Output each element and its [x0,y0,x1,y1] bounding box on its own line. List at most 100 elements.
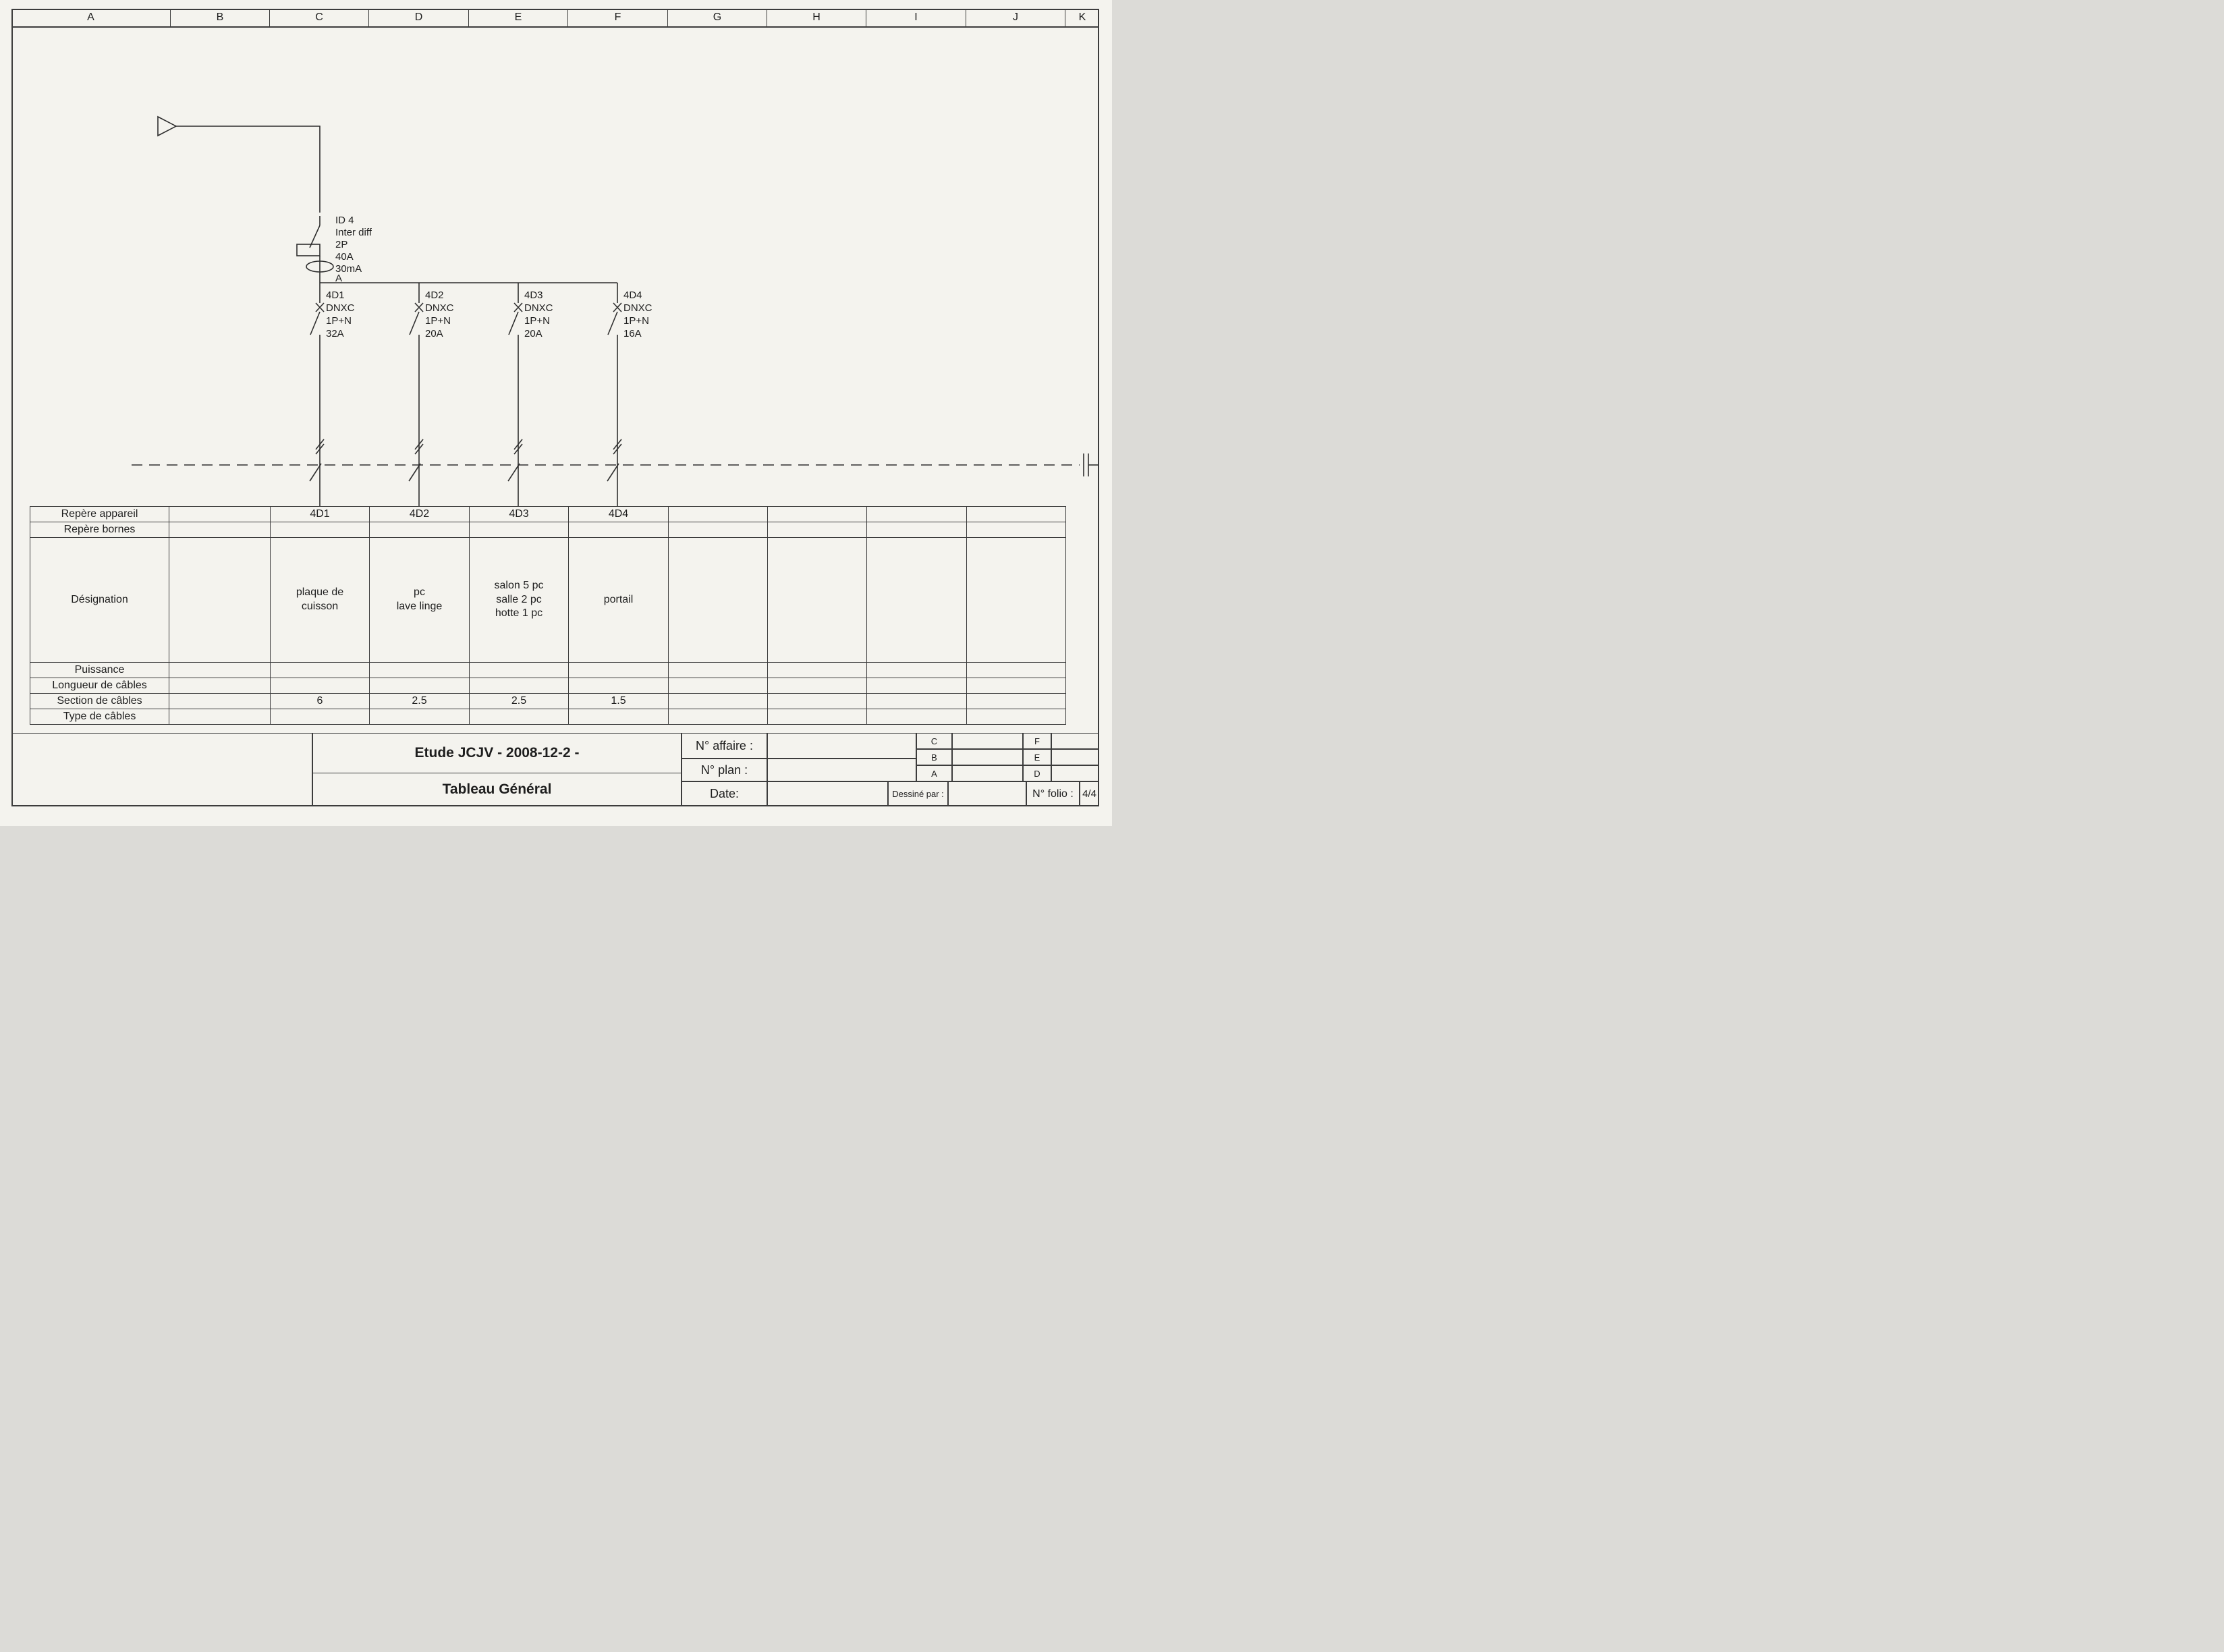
circuit-model-label: DNXC [623,302,652,314]
circuit-rating-label: 32A [326,328,344,339]
ruler-col-k: K [1078,11,1086,23]
empty-cell [169,678,271,694]
circuit-id-label: 4D3 [524,290,543,301]
main-switch-poles-label: 2P [335,239,348,250]
electrical-plan-page: A B C D E F G H I J K [0,0,1112,826]
breaker-symbol-4d3 [507,283,523,506]
circuit-poles-label: 1P+N [623,315,649,327]
rev-value-cell [1051,749,1099,765]
row-label-designation: Désignation [30,537,169,663]
folio-label: N° folio : [1026,781,1080,806]
circuit-labels-4d3: 4D3 DNXC 1P+N 20A [524,290,553,339]
circuit-model-label: DNXC [326,302,355,314]
dessine-par-label: Dessiné par : [888,781,948,806]
title-block-center-cell: Etude JCJV - 2008-12-2 - Tableau Général [312,733,682,806]
empty-cell [668,662,768,678]
circuit-model-label: DNXC [425,302,454,314]
rev-letter-a: A [916,765,952,781]
ruler-col-h: H [767,9,866,26]
empty-cell [270,522,370,538]
rev-letter-f: F [1023,733,1051,749]
breaker-symbol-4d4 [607,283,622,506]
empty-cell [369,522,470,538]
empty-cell [568,522,669,538]
empty-cell [169,709,271,725]
empty-cell [866,662,967,678]
section-value-1: 2.5 [369,693,470,709]
ruler-col-c: C [270,9,369,26]
rev-letter-e: E [1023,749,1051,765]
circuit-spec-table: Repère appareil 4D1 4D2 4D3 4D4 Repère b… [30,506,1066,725]
empty-cell [767,522,867,538]
empty-cell [966,662,1066,678]
empty-cell [270,662,370,678]
empty-cell [568,709,669,725]
rev-letter-b: B [916,749,952,765]
plan-label: N° plan : [682,759,767,781]
empty-cell [767,506,867,522]
boundary-end-symbol [1083,453,1099,476]
ruler-col-i: I [866,9,966,26]
column-ruler: A B C D E F G H I J K [11,9,1099,28]
rev-value-cell [952,749,1023,765]
folio-value: 4/4 [1080,781,1099,806]
ruler-col-j: J [966,9,1065,26]
empty-cell [668,522,768,538]
row-type: Type de câbles [30,709,1066,725]
empty-cell [966,709,1066,725]
title-block-spare-cell [11,733,312,806]
empty-cell [966,678,1066,694]
ruler-col-a: A [11,9,171,26]
rev-value-cell [1051,765,1099,781]
circuit-labels-4d2: 4D2 DNXC 1P+N 20A [425,290,454,339]
row-repere-appareil: Repère appareil 4D1 4D2 4D3 4D4 [30,506,1066,522]
row-designation: Désignation plaque de cuisson pc lave li… [30,537,1066,663]
empty-cell [866,506,967,522]
breaker-symbol-4d2 [408,283,424,506]
drawing-title: Tableau Général [313,773,681,806]
empty-cell [469,522,569,538]
date-label: Date: [682,781,767,806]
rev-letter-d: D [1023,765,1051,781]
circuit-poles-label: 1P+N [524,315,550,327]
main-switch-class-label: A [335,273,342,284]
row-repere-bornes: Repère bornes [30,522,1066,538]
title-block: Etude JCJV - 2008-12-2 - Tableau Général… [11,733,1099,806]
designation-value-0: plaque de cuisson [270,537,370,663]
row-label-puissance: Puissance [30,662,169,678]
row-section: Section de câbles 6 2.5 2.5 1.5 [30,693,1066,709]
circuit-rating-label: 20A [524,328,543,339]
empty-cell [369,709,470,725]
circuit-labels-4d4: 4D4 DNXC 1P+N 16A [623,290,652,339]
affaire-value-cell [767,733,916,759]
circuit-rating-label: 20A [425,328,443,339]
rev-value-cell [952,765,1023,781]
empty-cell [568,662,669,678]
ruler-col-g: G [668,9,767,26]
empty-cell [469,709,569,725]
empty-cell [866,709,967,725]
main-switch-type-label: Inter diff [335,227,372,238]
empty-cell [270,678,370,694]
empty-cell [369,678,470,694]
main-switch-sensitivity-label: 30mA [335,263,362,275]
empty-cell [469,662,569,678]
empty-cell [169,662,271,678]
row-puissance: Puissance [30,662,1066,678]
row-label-type: Type de câbles [30,709,169,725]
empty-cell [369,662,470,678]
main-differential-switch-symbol [296,216,334,283]
section-value-2: 2.5 [469,693,569,709]
designation-value-1: pc lave linge [369,537,470,663]
repere-appareil-value-0: 4D1 [270,506,370,522]
empty-cell [668,693,768,709]
empty-cell [866,693,967,709]
empty-cell [169,537,271,663]
empty-cell [767,693,867,709]
empty-cell [767,662,867,678]
study-title: Etude JCJV - 2008-12-2 - [414,745,580,761]
breaker-symbol-4d1 [309,283,325,506]
empty-cell [966,693,1066,709]
ruler-col-b: B [171,9,270,26]
empty-cell [668,537,768,663]
